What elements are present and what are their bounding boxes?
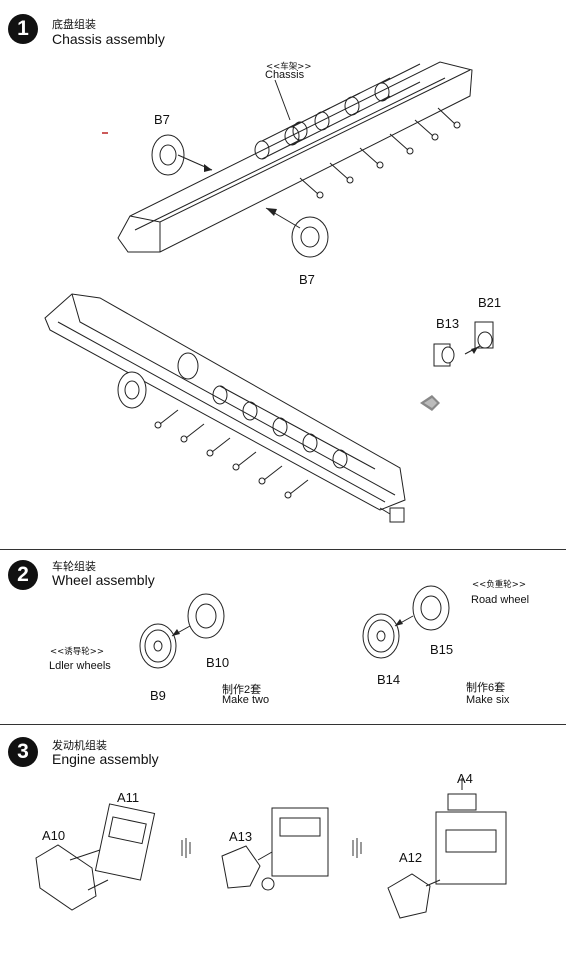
view-arrow-2 — [181, 838, 191, 858]
callout-b21: B21 — [478, 295, 502, 310]
section-divider-1-2 — [0, 549, 566, 550]
chassis-frame-bottom-drawing — [44, 293, 406, 523]
callout-b14: B14 — [377, 672, 401, 687]
engine-step-1-drawing — [35, 803, 156, 911]
section-3-title-cn: 发动机组装 — [52, 739, 107, 752]
callout-a13: A13 — [229, 829, 253, 844]
road-wheel-label-en: Road wheel — [471, 594, 530, 606]
callout-a10: A10 — [42, 828, 66, 843]
road-wheel-label-cn: <<负重轮>> — [472, 580, 526, 590]
callout-a12: A12 — [399, 850, 423, 865]
section-1-title-cn: 底盘组装 — [52, 18, 96, 31]
chassis-label-cn: <<车架>> — [266, 62, 312, 72]
step-number-3: 3 — [8, 737, 38, 767]
section-2-title-en: Wheel assembly — [52, 572, 155, 588]
callout-b7-bottom: B7 — [299, 272, 315, 287]
step-number-2: 2 — [8, 560, 38, 590]
section-1-title-en: Chassis assembly — [52, 31, 165, 47]
make-two-cn: 制作2套 — [222, 684, 262, 696]
step-number-1: 1 — [8, 14, 38, 44]
make-two-en: Make two — [222, 694, 270, 706]
make-six-cn: 制作6套 — [466, 682, 506, 694]
section-2-title-cn: 车轮组装 — [52, 560, 96, 573]
idler-label-en: Ldler wheels — [49, 660, 111, 672]
chassis-frame-top-drawing — [102, 61, 473, 258]
callout-b13: B13 — [436, 316, 460, 331]
idler-label-cn: <<诱导轮>> — [50, 647, 104, 657]
callout-a4: A4 — [457, 771, 473, 786]
engine-step-2-drawing — [221, 807, 329, 891]
callout-b15: B15 — [430, 642, 454, 657]
road-wheel-drawing — [362, 585, 450, 659]
view-arrow-3 — [352, 838, 362, 858]
callout-b7-top: B7 — [154, 112, 170, 127]
b7-sprocket-bottom — [265, 207, 329, 258]
chassis-label-en: Chassis — [265, 69, 305, 81]
callout-b9: B9 — [150, 688, 166, 703]
engine-step-3-drawing — [387, 778, 507, 919]
b7-sprocket-top — [151, 134, 213, 176]
idler-wheel-drawing — [139, 593, 225, 669]
section-3-title-en: Engine assembly — [52, 751, 159, 767]
callout-a11: A11 — [117, 790, 140, 805]
b13-b21-brackets-drawing — [433, 321, 494, 367]
view-arrow-1 — [420, 395, 440, 411]
make-six-en: Make six — [466, 694, 510, 706]
callout-b10: B10 — [206, 655, 230, 670]
section-divider-2-3 — [0, 724, 566, 725]
